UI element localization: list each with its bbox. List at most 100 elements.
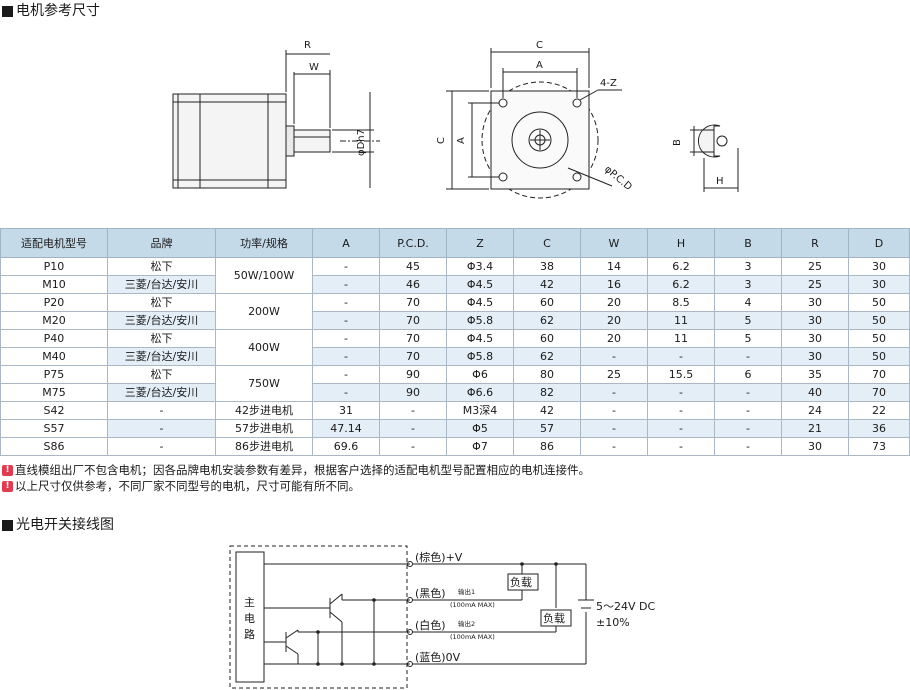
col-header: A — [312, 228, 380, 258]
table-cell: 57 — [513, 419, 581, 438]
output2-label: 输出2 — [458, 619, 475, 628]
table-cell: 70 — [848, 383, 910, 402]
table-cell: M40 — [0, 347, 108, 366]
table-cell: - — [647, 419, 715, 438]
table-cell: 70 — [379, 329, 447, 348]
table-cell: 松下 — [107, 257, 216, 276]
table-cell: Φ7 — [446, 437, 514, 456]
table-cell: 45 — [379, 257, 447, 276]
table-cell: - — [379, 419, 447, 438]
table-cell: 57步进电机 — [215, 419, 313, 438]
table-cell: 30 — [848, 275, 910, 294]
table-cell: 3 — [714, 275, 782, 294]
table-cell: 30 — [781, 293, 849, 312]
table-cell: 30 — [781, 437, 849, 456]
table-cell: 31 — [312, 401, 380, 420]
table-cell: 50 — [848, 329, 910, 348]
table-cell: 3 — [714, 257, 782, 276]
table-cell: 42 — [513, 275, 581, 294]
table-cell: 40 — [781, 383, 849, 402]
table-cell: 16 — [580, 275, 648, 294]
table-cell: Φ4.5 — [446, 329, 514, 348]
wire-blue-label: (蓝色)0V — [415, 650, 461, 664]
table-cell: 5 — [714, 329, 782, 348]
col-header: D — [848, 228, 910, 258]
supply-tolerance-label: ±10% — [596, 616, 630, 629]
table-cell: 35 — [781, 365, 849, 384]
dim-label-w: W — [309, 62, 319, 73]
table-cell: - — [714, 437, 782, 456]
dim-label-r: R — [304, 40, 311, 51]
table-cell: 30 — [848, 257, 910, 276]
table-cell: 11 — [647, 311, 715, 330]
table-cell: P10 — [0, 257, 108, 276]
table-cell: 50W/100W — [215, 257, 313, 294]
col-header: B — [714, 228, 782, 258]
table-cell: Φ5.8 — [446, 311, 514, 330]
table-cell: 22 — [848, 401, 910, 420]
table-cell: 60 — [513, 293, 581, 312]
table-cell: 47.14 — [312, 419, 380, 438]
table-cell: M3深4 — [446, 401, 514, 420]
table-cell: - — [580, 401, 648, 420]
table-cell: 20 — [580, 293, 648, 312]
table-cell: P40 — [0, 329, 108, 348]
col-header: H — [647, 228, 715, 258]
table-cell: 60 — [513, 329, 581, 348]
motor-dimension-drawing: R W φDh7 C A 4-Z C A φP.C.D — [172, 40, 739, 199]
table-cell: 30 — [781, 311, 849, 330]
table-cell: 松下 — [107, 329, 216, 348]
table-cell: 90 — [379, 365, 447, 384]
dim-label-c-top: C — [536, 40, 543, 51]
table-cell: 三菱/台达/安川 — [107, 383, 216, 402]
table-cell: - — [714, 347, 782, 366]
section-title-text: 电机参考尺寸 — [16, 3, 100, 19]
table-cell: 21 — [781, 419, 849, 438]
table-cell: 69.6 — [312, 437, 380, 456]
table-cell: - — [107, 437, 216, 456]
table-cell: 38 — [513, 257, 581, 276]
table-cell: 25 — [580, 365, 648, 384]
table-cell: 86 — [513, 437, 581, 456]
section-title-wiring: 光电开关接线图 — [2, 516, 114, 534]
table-cell: 750W — [215, 365, 313, 402]
table-cell: 42步进电机 — [215, 401, 313, 420]
table-cell: M20 — [0, 311, 108, 330]
table-cell: 4 — [714, 293, 782, 312]
table-cell: Φ4.5 — [446, 275, 514, 294]
dim-label-pcd: φP.C.D — [602, 164, 634, 193]
table-cell: - — [312, 293, 380, 312]
table-cell: 三菱/台达/安川 — [107, 311, 216, 330]
table-cell: - — [312, 329, 380, 348]
table-cell: 36 — [848, 419, 910, 438]
table-cell: 8.5 — [647, 293, 715, 312]
table-cell: 5 — [714, 311, 782, 330]
table-cell: P20 — [0, 293, 108, 312]
table-cell: 82 — [513, 383, 581, 402]
table-cell: - — [312, 257, 380, 276]
table-cell: 46 — [379, 275, 447, 294]
table-cell: 70 — [848, 365, 910, 384]
section-title-text: 光电开关接线图 — [16, 517, 114, 533]
dim-label-a-side: A — [456, 137, 467, 144]
col-header: 适配电机型号 — [0, 228, 108, 258]
table-cell: - — [647, 383, 715, 402]
table-cell: - — [647, 401, 715, 420]
col-header: 品牌 — [107, 228, 216, 258]
dim-label-b: B — [672, 139, 683, 146]
main-circuit-char: 主 — [244, 596, 255, 609]
table-cell: S42 — [0, 401, 108, 420]
wire-black-label: (黑色) — [415, 586, 446, 600]
output2-max-label: (100mA MAX) — [450, 633, 495, 641]
square-bullet-icon — [2, 519, 13, 531]
col-header: R — [781, 228, 849, 258]
output1-label: 输出1 — [458, 587, 475, 596]
table-cell: - — [714, 401, 782, 420]
table-cell: 25 — [781, 275, 849, 294]
table-cell: 62 — [513, 311, 581, 330]
